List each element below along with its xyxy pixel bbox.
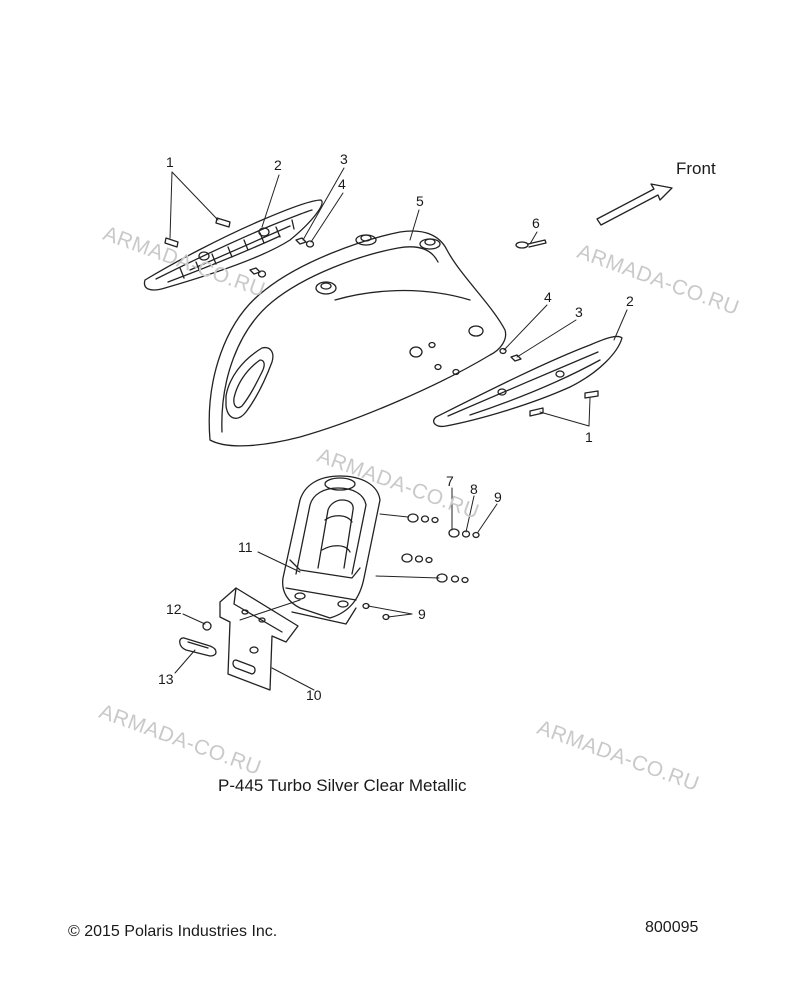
rear-fender — [208, 230, 507, 447]
callout-13: 13 — [158, 671, 174, 687]
callout-8: 8 — [470, 481, 478, 497]
document-number: 800095 — [645, 919, 699, 936]
callout-11: 11 — [238, 539, 253, 555]
callout-9b: 9 — [418, 606, 426, 622]
push-rivet — [515, 239, 547, 249]
leader-lines — [169, 167, 628, 691]
callouts: 1 2 3 4 5 6 4 3 2 1 7 8 9 11 9 12 13 10 — [158, 151, 634, 703]
right-side-cover — [432, 335, 623, 428]
license-bracket — [282, 475, 381, 625]
callout-2a: 2 — [274, 157, 282, 173]
right-fasteners — [499, 347, 522, 362]
left-fasteners — [164, 217, 315, 278]
callout-12: 12 — [166, 601, 182, 617]
callout-3b: 3 — [575, 304, 583, 320]
nuts-washers — [362, 513, 480, 621]
copyright-notice: © 2015 Polaris Industries Inc. — [68, 923, 278, 940]
front-arrow — [596, 183, 673, 226]
paint-caption: P-445 Turbo Silver Clear Metallic — [218, 776, 467, 795]
screw — [202, 621, 212, 631]
callout-4a: 4 — [338, 176, 346, 192]
callout-1b: 1 — [585, 429, 593, 445]
left-side-cover — [143, 199, 323, 291]
callout-1a: 1 — [166, 154, 174, 170]
callout-4b: 4 — [544, 289, 552, 305]
callout-6: 6 — [532, 215, 540, 231]
front-label: Front — [676, 159, 716, 178]
callout-9a: 9 — [494, 489, 502, 505]
callout-7: 7 — [446, 473, 454, 489]
callout-10: 10 — [306, 687, 322, 703]
license-lamp — [179, 637, 217, 657]
callout-5: 5 — [416, 193, 424, 209]
callout-3a: 3 — [340, 151, 348, 167]
plate-mount — [219, 587, 299, 691]
callout-2b: 2 — [626, 293, 634, 309]
